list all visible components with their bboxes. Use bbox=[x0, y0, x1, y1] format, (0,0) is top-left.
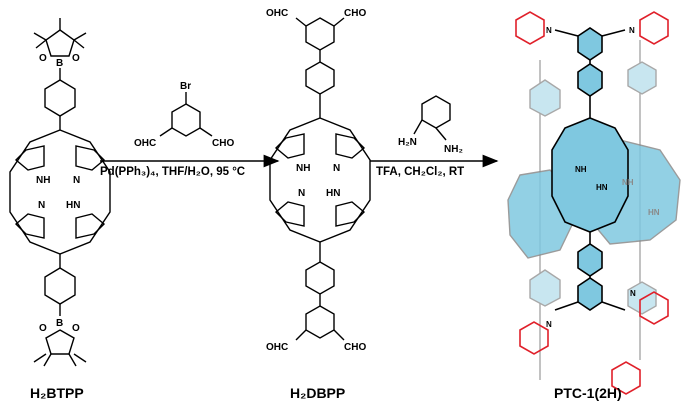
reagent-2-structure bbox=[413, 95, 451, 141]
cage-n-top-left: N bbox=[546, 26, 552, 35]
bottom-pinacol-ring bbox=[45, 329, 75, 355]
top-pinacol-ring bbox=[45, 29, 75, 57]
boron-atom-bottom: B bbox=[56, 318, 63, 329]
h2dbpp-ohc-top: OHC bbox=[266, 8, 288, 19]
oxygen-atom-top-left: O bbox=[39, 53, 47, 64]
compound-label-h2btpp: H₂BTPP bbox=[30, 385, 84, 401]
cage-nh: NH bbox=[575, 165, 587, 174]
porphyrin-nh-left: NH bbox=[36, 175, 50, 186]
oxygen-atom-top-right: O bbox=[72, 53, 80, 64]
bottom-phenyl bbox=[44, 267, 76, 305]
boron-atom-top: B bbox=[56, 58, 63, 69]
porphyrin-n-right: N bbox=[73, 175, 80, 186]
h2dbpp-nh-left: NH bbox=[296, 163, 310, 174]
porphyrin-hn-right: HN bbox=[66, 200, 80, 211]
porphyrin-core bbox=[9, 129, 111, 255]
h2dbpp-ohc-bottom: OHC bbox=[266, 342, 288, 353]
reagent-1-cho: CHO bbox=[212, 138, 234, 149]
reagent-1-ohc: OHC bbox=[134, 138, 156, 149]
porphyrin-n-left: N bbox=[38, 200, 45, 211]
front-porphyrin bbox=[551, 117, 629, 233]
cage-back-hn: HN bbox=[648, 208, 660, 217]
compound-label-ptc: PTC-1(2H) bbox=[554, 385, 622, 401]
reagent-2-h2n: H₂N bbox=[398, 137, 417, 148]
h2dbpp-cho-bottom: CHO bbox=[344, 342, 366, 353]
reagent-1-br: Br bbox=[180, 81, 191, 92]
oxygen-atom-bottom-right: O bbox=[72, 323, 80, 334]
reagent-1-structure bbox=[159, 92, 213, 137]
step-2-conditions: TFA, CH₂Cl₂, RT bbox=[376, 166, 465, 178]
reagent-2-nh2: NH₂ bbox=[444, 144, 463, 155]
top-phenyl bbox=[44, 79, 76, 117]
oxygen-atom-bottom-left: O bbox=[39, 323, 47, 334]
cage-hn: HN bbox=[596, 183, 608, 192]
step-1-conditions: Pd(PPh₃)₄, THF/H₂O, 95 °C bbox=[100, 166, 246, 178]
cage-n-bottom-right: N bbox=[630, 289, 636, 298]
cage-n-bottom-left: N bbox=[546, 320, 552, 329]
cage-n-top-right: N bbox=[629, 26, 635, 35]
h2dbpp-n-right: N bbox=[333, 163, 340, 174]
imine-rings bbox=[515, 11, 669, 395]
h2dbpp-n-left: N bbox=[298, 188, 305, 199]
ptc-cage-structure bbox=[507, 11, 681, 395]
cage-back-nh: NH bbox=[622, 178, 634, 187]
h2dbpp-structure bbox=[269, 17, 371, 341]
compound-label-h2dbpp: H₂DBPP bbox=[290, 385, 346, 401]
h2dbpp-cho-top: CHO bbox=[344, 8, 366, 19]
h2dbpp-hn-right: HN bbox=[326, 188, 340, 199]
h2btpp-structure bbox=[9, 18, 111, 367]
